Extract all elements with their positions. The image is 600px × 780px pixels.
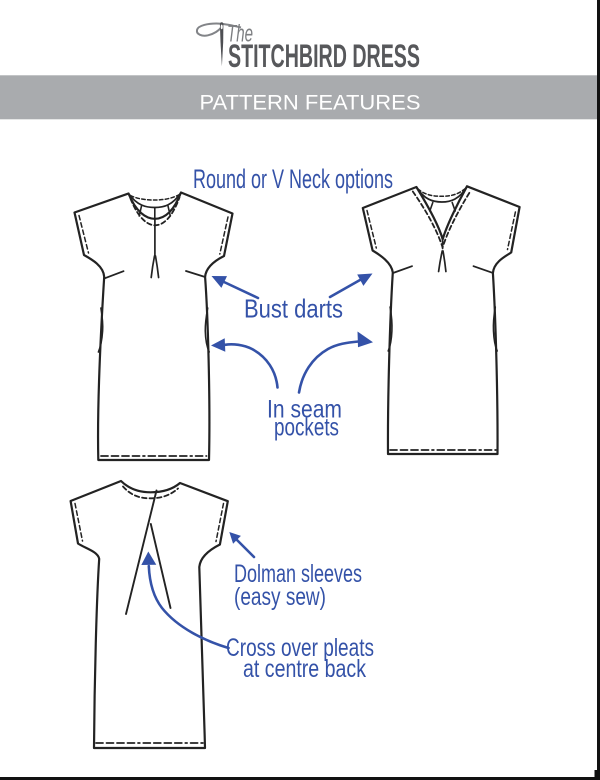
svg-text:at centre back: at centre back	[243, 655, 366, 683]
svg-text:Round or V Neck options: Round or V Neck options	[193, 164, 393, 194]
svg-text:The: The	[227, 21, 253, 48]
svg-text:(easy sew): (easy sew)	[234, 583, 326, 611]
svg-text:STITCHBIRD DRESS: STITCHBIRD DRESS	[228, 38, 420, 74]
svg-text:pockets: pockets	[274, 414, 339, 442]
svg-text:Dolman sleeves: Dolman sleeves	[234, 560, 362, 588]
svg-text:In seam: In seam	[267, 396, 342, 424]
svg-text:Cross over pleats: Cross over pleats	[226, 634, 374, 662]
svg-text:PATTERN FEATURES: PATTERN FEATURES	[200, 92, 421, 115]
svg-text:Bust darts: Bust darts	[244, 294, 343, 324]
